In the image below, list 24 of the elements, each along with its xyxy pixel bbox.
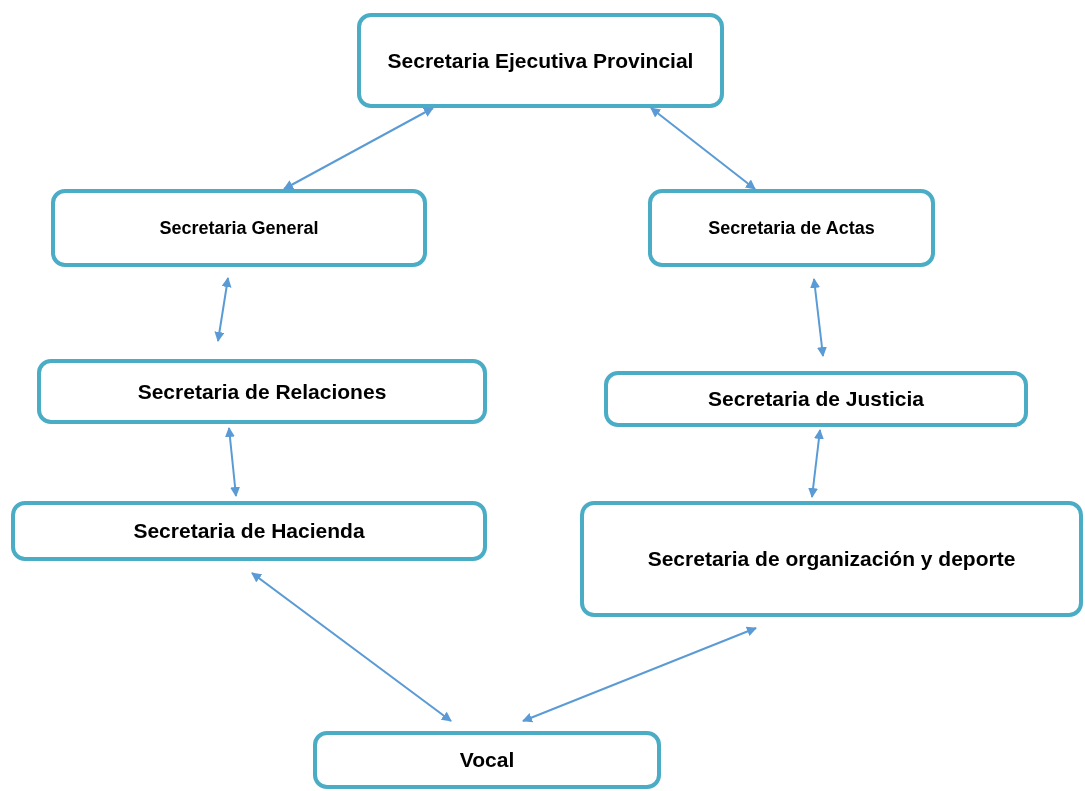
role-title: Vocal [459, 747, 515, 774]
role-box [313, 731, 661, 789]
role-title: Secretaria de Relaciones [137, 378, 387, 405]
role-title: Secretaria Ejecutiva Provincial [387, 47, 694, 74]
role-title: Secretaria de organización y deporte [647, 546, 1016, 573]
role-title: Secretaria de Actas [708, 216, 875, 240]
double-arrow [810, 278, 827, 357]
double-arrow [808, 429, 824, 498]
double-arrow [650, 107, 756, 190]
role-box [648, 189, 935, 267]
role-title: Secretaria de Hacienda [133, 518, 365, 545]
double-arrow [283, 107, 434, 190]
role-box [604, 371, 1028, 427]
role-box [580, 501, 1083, 617]
role-box [51, 189, 427, 267]
role-box [357, 13, 724, 108]
double-arrow [522, 626, 757, 723]
double-arrow [224, 427, 241, 497]
role-title: Secretaria de Justicia [708, 386, 924, 413]
role-box [11, 501, 487, 561]
double-arrow [214, 277, 232, 342]
double-arrow [251, 572, 452, 722]
role-title: Secretaria General [159, 216, 319, 240]
role-box [37, 359, 487, 424]
